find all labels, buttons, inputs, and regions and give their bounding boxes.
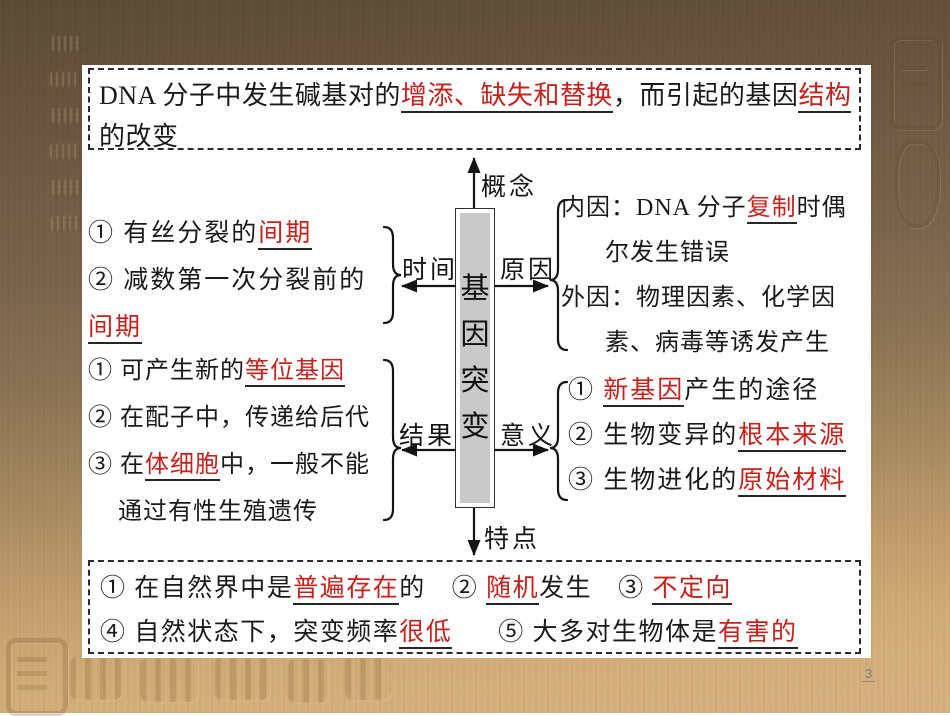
title-char: 基: [460, 272, 490, 305]
significance-item-2: ② 生物变异的根本来源: [568, 413, 847, 458]
blank-answer: 很低: [399, 619, 453, 649]
item-text: 的: [399, 575, 426, 602]
calligraphy-stroke: [70, 656, 122, 700]
significance-block: ① 新基因产生的途径 ② 生物变异的根本来源 ③ 生物进化的原始材料: [568, 368, 847, 503]
blank-answer: 不定向: [652, 575, 732, 605]
label-significance: 意义: [500, 423, 557, 450]
blank-answer: 根本来源: [738, 422, 847, 452]
item-text: ⑤ 大多对生物体是: [498, 619, 719, 646]
item-text: ① 在自然界中是: [100, 575, 294, 602]
time-item-1: ① 有丝分裂的间期: [88, 210, 366, 257]
label-concept: 概念: [481, 174, 538, 201]
concept-definition-line2: 的改变: [99, 116, 850, 157]
watermark-calligraphy: [50, 72, 80, 87]
cause-external: 外因：物理因素、化学因: [561, 276, 847, 321]
item-text: 尔发生错误: [605, 240, 730, 266]
label-time: 时间: [402, 257, 459, 284]
watermark-calligraphy: [52, 180, 82, 195]
calligraphy-stroke: [288, 659, 328, 703]
item-text: 发生: [539, 575, 593, 602]
calligraphy-stroke: [345, 656, 391, 700]
item-text: 内因：DNA 分子: [561, 195, 747, 221]
time-item-2-cont: 间期: [88, 304, 366, 351]
title-char: 突: [460, 364, 490, 397]
result-item-1: ① 可产生新的等位基因: [88, 348, 370, 395]
slide-number: 3: [862, 666, 876, 682]
calligraphy-stroke: [140, 658, 198, 702]
cause-internal: 内因：DNA 分子复制时偶: [561, 186, 847, 231]
watermark-calligraphy: [51, 216, 81, 231]
title-char: 变: [460, 410, 490, 443]
result-item-2: ② 在配子中，传递给后代: [88, 395, 370, 442]
item-text: ② 在配子中，传递给后代: [88, 405, 370, 431]
item-text: 外因：物理因素、化学因: [561, 285, 836, 311]
item-text: ②: [451, 575, 487, 602]
blank-answer: 等位基因: [245, 358, 345, 387]
watermark-calligraphy: [50, 144, 80, 159]
blank-answer: 间期: [88, 314, 143, 344]
blank-answer: 随机: [486, 575, 540, 605]
item-text: ② 生物变异的: [568, 422, 739, 449]
seal-stamp-icon: [6, 638, 68, 716]
blank-answer: 普遍存在: [293, 575, 400, 605]
blank-answer: 有害的: [718, 619, 798, 649]
item-text: 产生的途径: [684, 377, 820, 404]
item-text: ② 减数第一次分裂前的: [88, 267, 367, 294]
item-text: 中，一般不能: [220, 452, 370, 478]
item-text: 素、病毒等诱发产生: [605, 330, 830, 356]
significance-item-3: ③ 生物进化的原始材料: [568, 458, 847, 503]
result-block: ① 可产生新的等位基因 ② 在配子中，传递给后代 ③ 在体细胞中，一般不能 通过…: [88, 348, 370, 536]
definition-text: ，而引起的基因: [612, 81, 799, 110]
time-block: ① 有丝分裂的间期 ② 减数第一次分裂前的 间期: [88, 210, 366, 351]
seal-stamp-icon: [886, 30, 942, 235]
watermark-calligraphy: [52, 108, 82, 123]
cause-internal-cont: 尔发生错误: [561, 231, 847, 276]
feature-row-2: ④ 自然状态下，突变频率很低 ⑤ 大多对生物体是有害的: [100, 611, 849, 655]
label-result: 结果: [399, 423, 456, 450]
blank-answer: 间期: [258, 220, 313, 250]
calligraphy-stroke: [215, 656, 270, 700]
label-cause: 原因: [500, 257, 557, 284]
title-char: 因: [460, 318, 490, 351]
item-text: ①: [568, 377, 604, 404]
cause-external-cont: 素、病毒等诱发产生: [561, 321, 847, 366]
item-text: 通过有性生殖遗传: [118, 499, 318, 525]
blank-answer: 复制: [746, 195, 797, 224]
gene-mutation-center-box: 基 因 突 变: [455, 208, 495, 508]
time-item-2: ② 减数第一次分裂前的: [88, 257, 366, 304]
definition-text: DNA 分子中发生碱基对的: [99, 81, 401, 110]
blank-answer: 原始材料: [738, 467, 847, 497]
blank-answer: 体细胞: [145, 452, 220, 481]
significance-item-1: ① 新基因产生的途径: [568, 368, 846, 413]
blank-answer: 结构: [798, 81, 852, 113]
blank-answer: 增添、缺失和替换: [400, 81, 613, 113]
item-text: ④ 自然状态下，突变频率: [100, 619, 400, 646]
concept-definition-box: DNA 分子中发生碱基对的增添、缺失和替换，而引起的基因结构 的改变: [88, 68, 861, 151]
result-item-3-cont: 通过有性生殖遗传: [88, 489, 370, 536]
item-text: ③ 生物进化的: [568, 467, 739, 494]
definition-text: 的改变: [99, 122, 179, 151]
label-feature: 特点: [484, 526, 541, 553]
result-item-3: ③ 在体细胞中，一般不能: [88, 442, 370, 489]
blank-answer: 新基因: [603, 377, 685, 407]
concept-definition-line1: DNA 分子中发生碱基对的增添、缺失和替换，而引起的基因结构: [99, 75, 852, 116]
watermark-calligraphy: [52, 36, 82, 51]
gene-mutation-title: 基 因 突 变: [460, 213, 490, 503]
item-text: ③: [618, 575, 653, 602]
cause-block: 内因：DNA 分子复制时偶 尔发生错误 外因：物理因素、化学因 素、病毒等诱发产…: [561, 186, 847, 366]
item-text: 时偶: [796, 195, 847, 221]
item-text: ③ 在: [88, 452, 145, 478]
item-text: ① 可产生新的: [88, 358, 245, 384]
item-text: ① 有丝分裂的: [88, 220, 259, 247]
